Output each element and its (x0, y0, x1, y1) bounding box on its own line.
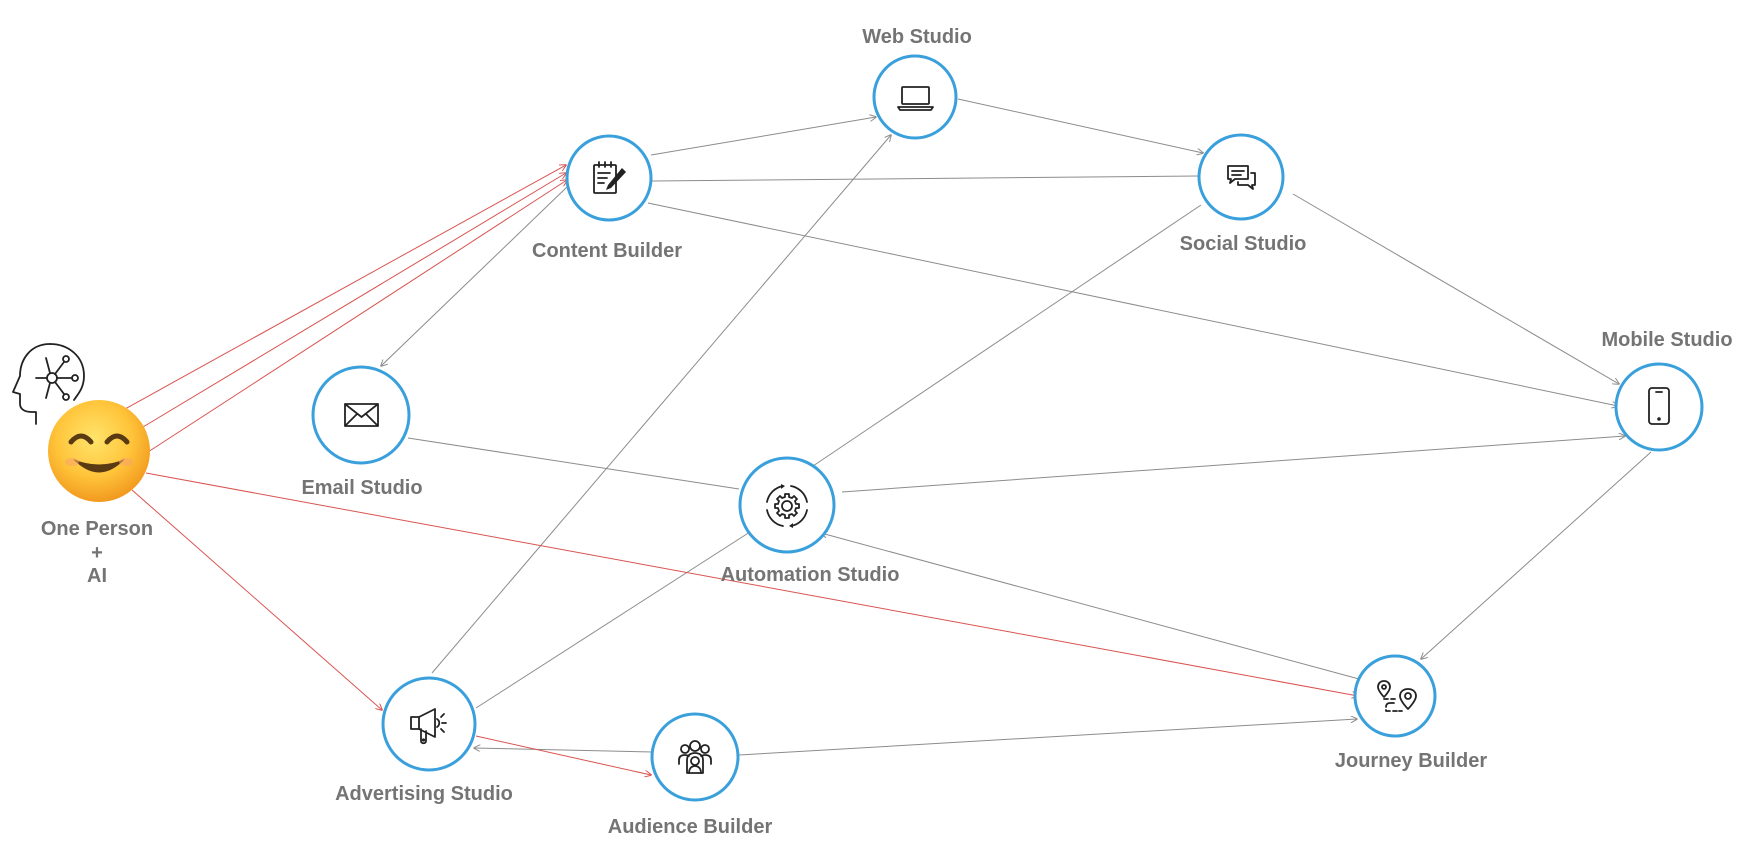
edge-automation-to-social (812, 204, 1202, 467)
laptop-icon (897, 86, 934, 111)
envelope-icon (344, 403, 379, 427)
node-mobile-studio[interactable]: Mobile Studio (1601, 329, 1733, 452)
ai-head-icon (12, 343, 85, 425)
edge-automation-to-mobile (841, 436, 1625, 493)
edges-gray (381, 98, 1652, 756)
node-one-person-ai: One Person + AI (12, 343, 153, 587)
one-person-label-line3: AI (87, 565, 107, 587)
web-studio-label: Web Studio (862, 26, 972, 48)
edge-content-to-social (651, 175, 1199, 182)
edge-journey-to-automation (821, 533, 1360, 680)
node-content-builder[interactable]: Content Builder (532, 134, 682, 262)
email-studio-label: Email Studio (301, 477, 422, 499)
node-journey-builder[interactable]: Journey Builder (1335, 654, 1487, 772)
node-advertising-studio[interactable]: Advertising Studio (335, 676, 513, 805)
notepad-pencil-icon (593, 161, 626, 194)
journey-builder-label: Journey Builder (1335, 750, 1487, 772)
advertising-studio-label: Advertising Studio (335, 783, 513, 805)
edges-ai (124, 165, 1358, 775)
edge-social-to-mobile (1292, 193, 1619, 384)
smiling-face-icon (48, 400, 150, 502)
edge-ai-to-advertising (131, 489, 382, 710)
edge-advertising-to-web (431, 135, 891, 674)
one-person-label-line2: + (91, 542, 103, 564)
edge-audience-to-advertising (474, 748, 654, 753)
edge-ai-to-content-3 (147, 180, 567, 453)
chat-bubbles-icon (1227, 165, 1256, 190)
automation-studio-label: Automation Studio (721, 564, 900, 586)
edge-audience-to-journey (738, 719, 1357, 756)
edge-content-to-email (381, 186, 568, 366)
edge-ai-to-journey (145, 472, 1358, 696)
edge-advertising-to-audience (475, 735, 651, 775)
edge-ai-to-content-2 (137, 173, 566, 431)
edge-content-to-mobile (647, 202, 1618, 406)
node-email-studio[interactable]: Email Studio (301, 365, 423, 499)
node-automation-studio[interactable]: Automation Studio (721, 456, 900, 586)
route-pins-icon (1377, 680, 1417, 712)
node-web-studio[interactable]: Web Studio (862, 26, 972, 140)
audience-builder-label: Audience Builder (608, 816, 773, 838)
edge-advertising-to-automation (475, 529, 754, 709)
node-social-studio[interactable]: Social Studio (1180, 133, 1307, 255)
edge-content-to-web (650, 117, 876, 156)
megaphone-icon (410, 708, 447, 745)
node-audience-builder[interactable]: Audience Builder (608, 712, 773, 838)
edge-web-to-social (957, 98, 1203, 153)
edge-mobile-to-journey (1421, 451, 1652, 659)
edge-email-to-automation (407, 437, 740, 490)
mobile-studio-label: Mobile Studio (1601, 329, 1732, 351)
smartphone-icon (1648, 387, 1670, 425)
gear-cycle-icon (766, 484, 808, 528)
social-studio-label: Social Studio (1180, 233, 1307, 255)
edge-ai-to-content-1 (124, 165, 566, 410)
one-person-label-line1: One Person (41, 518, 153, 540)
people-group-icon (678, 740, 712, 774)
content-builder-label: Content Builder (532, 240, 682, 262)
